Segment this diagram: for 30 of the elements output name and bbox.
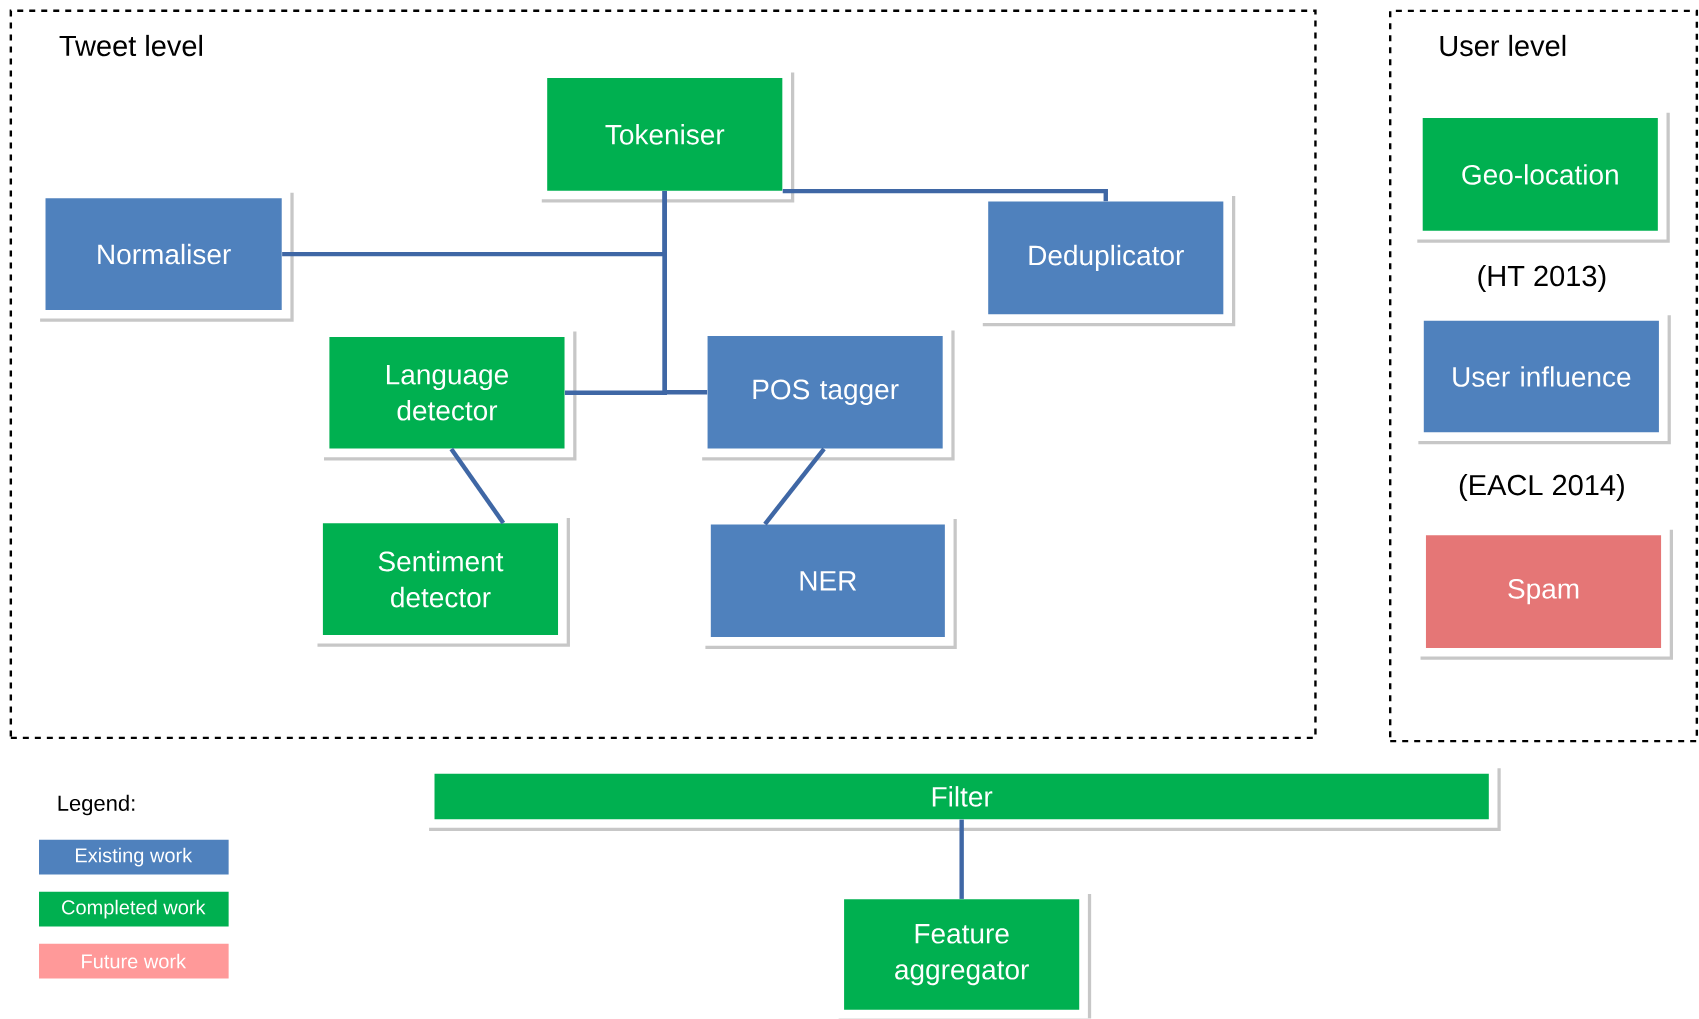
connector-line: [782, 189, 1108, 202]
node-label: Filter: [932, 786, 993, 807]
note-text: (EACL 2014): [1459, 474, 1624, 502]
process-box: Spam: [1417, 526, 1673, 661]
connector-line: [449, 447, 506, 525]
node-label: Geo-location: [1462, 164, 1618, 185]
connector-line: [662, 191, 708, 395]
node-label: Spam: [1508, 579, 1579, 605]
note-text: Legend:: [58, 795, 135, 816]
process-box: Language detector: [320, 328, 577, 461]
node-label: Sentiment detector: [378, 551, 504, 608]
process-box: User influence: [1415, 312, 1671, 445]
process-box: Normaliser: [36, 189, 294, 323]
note-text: (HT 2013): [1478, 265, 1606, 293]
process-box: Tokeniser: [538, 69, 795, 203]
node-label: Deduplicator: [1029, 245, 1184, 272]
connector-line: [763, 447, 826, 526]
connector-line: [959, 819, 964, 900]
legend-item: Future work: [39, 944, 229, 979]
node-label: Feature aggregator: [895, 924, 1029, 986]
process-box: Feature aggregator: [835, 890, 1092, 1019]
process-box: NER: [702, 516, 957, 650]
process-box: Sentiment detector: [314, 514, 570, 648]
legend-item: Completed work: [39, 892, 229, 927]
process-box: Geo-location: [1414, 109, 1670, 243]
legend-item: Existing work: [39, 840, 229, 875]
process-box: Filter: [425, 765, 1501, 832]
node-label: NER: [800, 571, 857, 591]
process-box: POS tagger: [698, 327, 955, 461]
process-box: Deduplicator: [979, 193, 1236, 327]
